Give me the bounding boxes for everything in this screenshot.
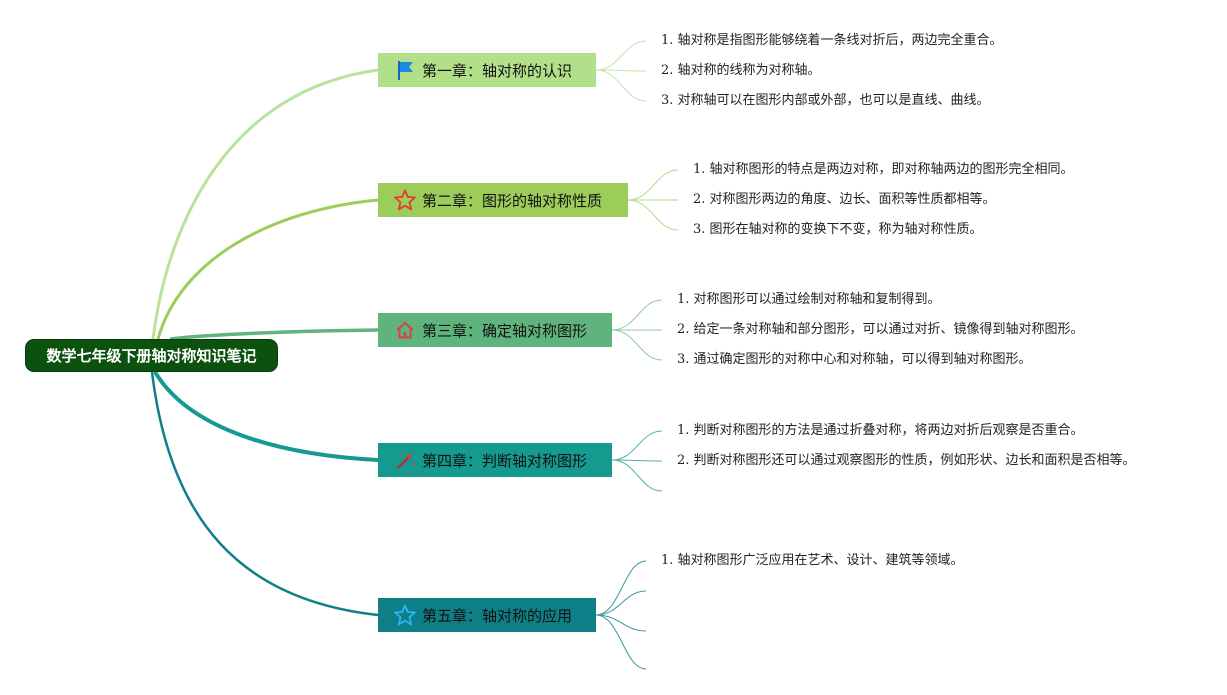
- link-ch4-item2: [611, 459, 663, 462]
- chapter-3-label: 第三章：确定轴对称图形: [422, 321, 588, 340]
- link-ch5-item2: [595, 590, 647, 616]
- chapter-2-label: 第二章：图形的轴对称性质: [422, 191, 603, 210]
- chapter-4-item-2[interactable]: 2. 判断对称图形还可以通过观察图形的性质，例如形状、边长和面积是否相等。: [677, 453, 1136, 468]
- house-icon: [394, 319, 416, 341]
- chapter-4-item-1[interactable]: 1. 判断对称图形的方法是通过折叠对称，将两边对折后观察是否重合。: [677, 423, 1084, 438]
- chapter-5-item-1[interactable]: 1. 轴对称图形广泛应用在艺术、设计、建筑等领域。: [661, 553, 964, 568]
- link-ch1-item1: [595, 40, 647, 71]
- chapter-4-topic[interactable]: 第四章：判断轴对称图形: [378, 443, 612, 477]
- chapter-2-topic[interactable]: 第二章：图形的轴对称性质: [378, 183, 628, 217]
- link-ch5-item3: [595, 614, 647, 632]
- link-ch1-item2: [595, 69, 647, 72]
- root-topic[interactable]: 数学七年级下册轴对称知识笔记: [25, 339, 278, 372]
- chapter-1-item-3[interactable]: 3. 对称轴可以在图形内部或外部，也可以是直线、曲线。: [661, 93, 990, 108]
- chapter-1-topic[interactable]: 第一章：轴对称的认识: [378, 53, 596, 87]
- chapter-2-item-2[interactable]: 2. 对称图形两边的角度、边长、面积等性质都相等。: [693, 192, 996, 207]
- link-ch4-item3: [611, 459, 663, 492]
- link-root-ch5: [150, 371, 379, 617]
- link-root-ch1: [151, 68, 379, 340]
- link-ch2-item3: [627, 199, 679, 231]
- chapter-3-item-1[interactable]: 1. 对称图形可以通过绘制对称轴和复制得到。: [677, 292, 941, 307]
- link-ch5-item1: [595, 560, 647, 616]
- blue-star-outline-icon: [394, 604, 416, 626]
- link-ch5-item4: [595, 614, 647, 670]
- root-topic-label: 数学七年级下册轴对称知识笔记: [46, 347, 257, 365]
- link-ch4-item1: [611, 430, 663, 461]
- link-root-ch4: [153, 370, 379, 462]
- link-root-ch2: [156, 198, 379, 340]
- link-ch3-item1: [611, 299, 663, 331]
- chapter-2-item-1[interactable]: 1. 轴对称图形的特点是两边对称，即对称轴两边的图形完全相同。: [693, 162, 1074, 177]
- chapter-5-label: 第五章：轴对称的应用: [422, 606, 573, 625]
- link-ch2-item1: [627, 169, 679, 201]
- link-ch1-item3: [595, 69, 647, 102]
- blue-flag-icon: [394, 59, 416, 81]
- chapter-1-item-2[interactable]: 2. 轴对称的线称为对称轴。: [661, 63, 821, 78]
- red-star-outline-icon: [394, 189, 416, 211]
- chapter-2-item-3[interactable]: 3. 图形在轴对称的变换下不变，称为轴对称性质。: [693, 222, 983, 237]
- chapter-1-item-1[interactable]: 1. 轴对称是指图形能够绕着一条线对折后，两边完全重合。: [661, 33, 1003, 48]
- chapter-4-label: 第四章：判断轴对称图形: [422, 451, 588, 470]
- chapter-3-item-2[interactable]: 2. 给定一条对称轴和部分图形，可以通过对折、镜像得到轴对称图形。: [677, 322, 1084, 337]
- chapter-1-label: 第一章：轴对称的认识: [422, 61, 573, 80]
- chapter-3-topic[interactable]: 第三章：确定轴对称图形: [378, 313, 612, 347]
- link-ch3-item3: [611, 329, 663, 361]
- magic-wand-icon: [394, 449, 416, 471]
- chapter-5-topic[interactable]: 第五章：轴对称的应用: [378, 598, 596, 632]
- link-root-ch3: [169, 328, 379, 341]
- chapter-3-item-3[interactable]: 3. 通过确定图形的对称中心和对称轴，可以得到轴对称图形。: [677, 352, 1032, 367]
